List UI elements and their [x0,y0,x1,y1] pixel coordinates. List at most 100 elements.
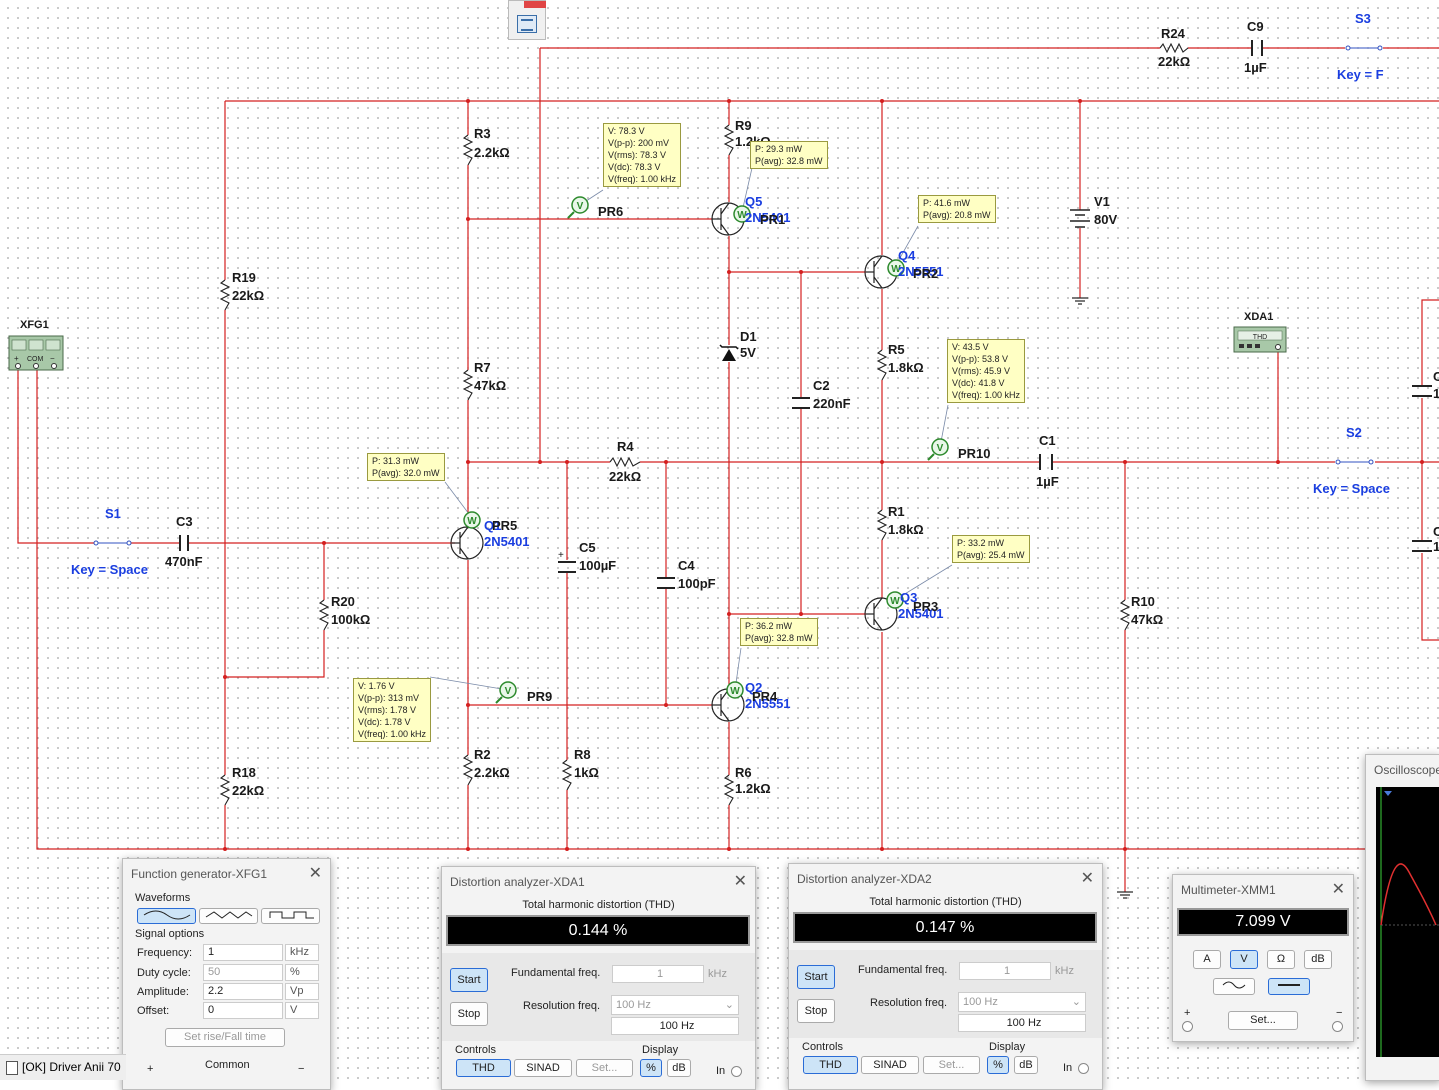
multimeter-panel: Multimeter-XMM1 ✕ 7.099 V A V Ω dB + Set… [1172,874,1354,1042]
xda2-close-button[interactable]: ✕ [1080,870,1094,887]
xda2-resolution-select[interactable]: 100 Hz⌄ [958,992,1086,1012]
toolbar-panel-icon[interactable] [517,15,537,33]
v1-ref: V1 [1094,194,1110,209]
taskbar-item[interactable]: [OK] Driver Anii 70 [0,1054,126,1080]
multimeter-set-button[interactable]: Set... [1228,1011,1298,1030]
xda2-stop-button[interactable]: Stop [797,999,835,1023]
r7-ref: R7 [474,360,491,375]
fgen-plus-terminal: + [147,1063,154,1075]
offset-label: Offset: [137,1005,170,1017]
r24-value: 22kΩ [1158,54,1190,69]
fgen-close-button[interactable]: ✕ [308,865,322,882]
xda2-thd-button[interactable]: THD [803,1056,858,1074]
multimeter-plus-jack[interactable] [1182,1021,1193,1032]
xda2-db-button[interactable]: dB [1014,1056,1038,1074]
frequency-unit-select[interactable]: kHz [285,944,319,961]
distortion-analyzer-xda1-panel: Distortion analyzer-XDA1 ✕ Total harmoni… [441,866,756,1090]
floating-toolbar [508,0,546,40]
pr4-label: PR4 [752,689,778,704]
multimeter-close-button[interactable]: ✕ [1331,881,1345,898]
fgen-title: Function generator-XFG1 [131,867,268,881]
fgen-common-label: Common [205,1059,250,1071]
xda2-in-terminal[interactable] [1078,1063,1089,1074]
amplitude-unit-select[interactable]: Vp [285,983,319,1000]
svg-text:COM: COM [27,356,44,363]
ohmmeter-mode-button[interactable]: Ω [1267,950,1295,969]
c9-ref: C9 [1247,19,1264,34]
taskbar-label: [OK] Driver Anii 70 [22,1060,121,1074]
xda1-percent-button[interactable]: % [640,1059,662,1077]
dc-mode-button[interactable] [1268,978,1310,995]
dc-line-icon [1278,984,1300,986]
sine-wave-button[interactable] [137,908,196,924]
function-generator-symbol[interactable]: COM + − [8,335,64,371]
xda2-controls-label: Controls [802,1041,843,1053]
svg-text:W: W [467,516,477,527]
svg-text:V: V [505,686,512,697]
xda1-in-terminal[interactable] [731,1066,742,1077]
pr9-label: PR9 [527,689,552,704]
r5-value: 1.8kΩ [888,360,924,375]
square-wave-button[interactable] [261,908,320,924]
c1-ref: C1 [1039,433,1056,448]
xda2-start-button[interactable]: Start [797,965,835,989]
resistor-symbols [219,42,1189,806]
xda1-db-button[interactable]: dB [667,1059,691,1077]
xda2-fundamental-label: Fundamental freq. [858,964,948,976]
chevron-down-icon: ⌄ [724,999,734,1011]
frequency-input[interactable]: 1 [203,944,283,961]
xda2-fundamental-unit: kHz [1055,965,1074,977]
r10-value: 47kΩ [1131,612,1163,627]
xda1-close-button[interactable]: ✕ [733,873,747,890]
voltmeter-mode-button[interactable]: V [1230,950,1258,969]
xda2-sinad-button[interactable]: SINAD [861,1056,919,1074]
switch-symbols[interactable] [93,45,1383,546]
ammeter-mode-button[interactable]: A [1193,950,1221,969]
ac-mode-button[interactable] [1213,978,1255,995]
multimeter-title: Multimeter-XMM1 [1181,883,1276,897]
offset-input[interactable]: 0 [203,1002,283,1019]
xda1-thd-button[interactable]: THD [456,1059,511,1077]
xda1-start-button[interactable]: Start [450,968,488,992]
s2-key: Key = Space [1313,481,1390,496]
r18-ref: R18 [232,765,256,780]
r4-value: 22kΩ [609,469,641,484]
r6-value: 1.2kΩ [735,781,771,796]
r6-ref: R6 [735,765,752,780]
toolbar-flag [524,1,546,8]
set-rise-fall-button[interactable]: Set rise/Fall time [165,1028,285,1047]
multimeter-minus-jack[interactable] [1332,1021,1343,1032]
xda2-set-button[interactable]: Set... [923,1056,980,1074]
xda1-resolution-select[interactable]: 100 Hz⌄ [611,995,739,1015]
svg-text:W: W [737,210,747,221]
offset-unit-select[interactable]: V [285,1002,319,1019]
duty-cycle-input[interactable]: 50 [203,964,283,981]
distortion-analyzer-xda2-panel: Distortion analyzer-XDA2 ✕ Total harmoni… [788,863,1103,1090]
r3-ref: R3 [474,126,491,141]
xda2-fundamental-input[interactable]: 1 [959,962,1051,980]
triangle-wave-button[interactable] [199,908,258,924]
capacitor-symbols [179,40,1432,589]
duty-cycle-unit: % [285,964,319,981]
distortion-analyzer-symbol[interactable]: THD [1233,326,1287,353]
q3-model: 2N5401 [898,606,944,621]
c3-ref: C3 [176,514,193,529]
db-mode-button[interactable]: dB [1304,950,1332,969]
c5-value: 100µF [579,558,616,573]
amplitude-input[interactable]: 2.2 [203,983,283,1000]
xda1-stop-button[interactable]: Stop [450,1002,488,1026]
xda1-sinad-button[interactable]: SINAD [514,1059,572,1077]
xda1-set-button[interactable]: Set... [576,1059,633,1077]
c5-ref: C5 [579,540,596,555]
battery-symbol [1070,209,1090,228]
r8-value: 1kΩ [574,765,599,780]
xda2-percent-button[interactable]: % [987,1056,1009,1074]
xda1-fundamental-input[interactable]: 1 [612,965,704,983]
s3-key: Key = F [1337,67,1384,82]
